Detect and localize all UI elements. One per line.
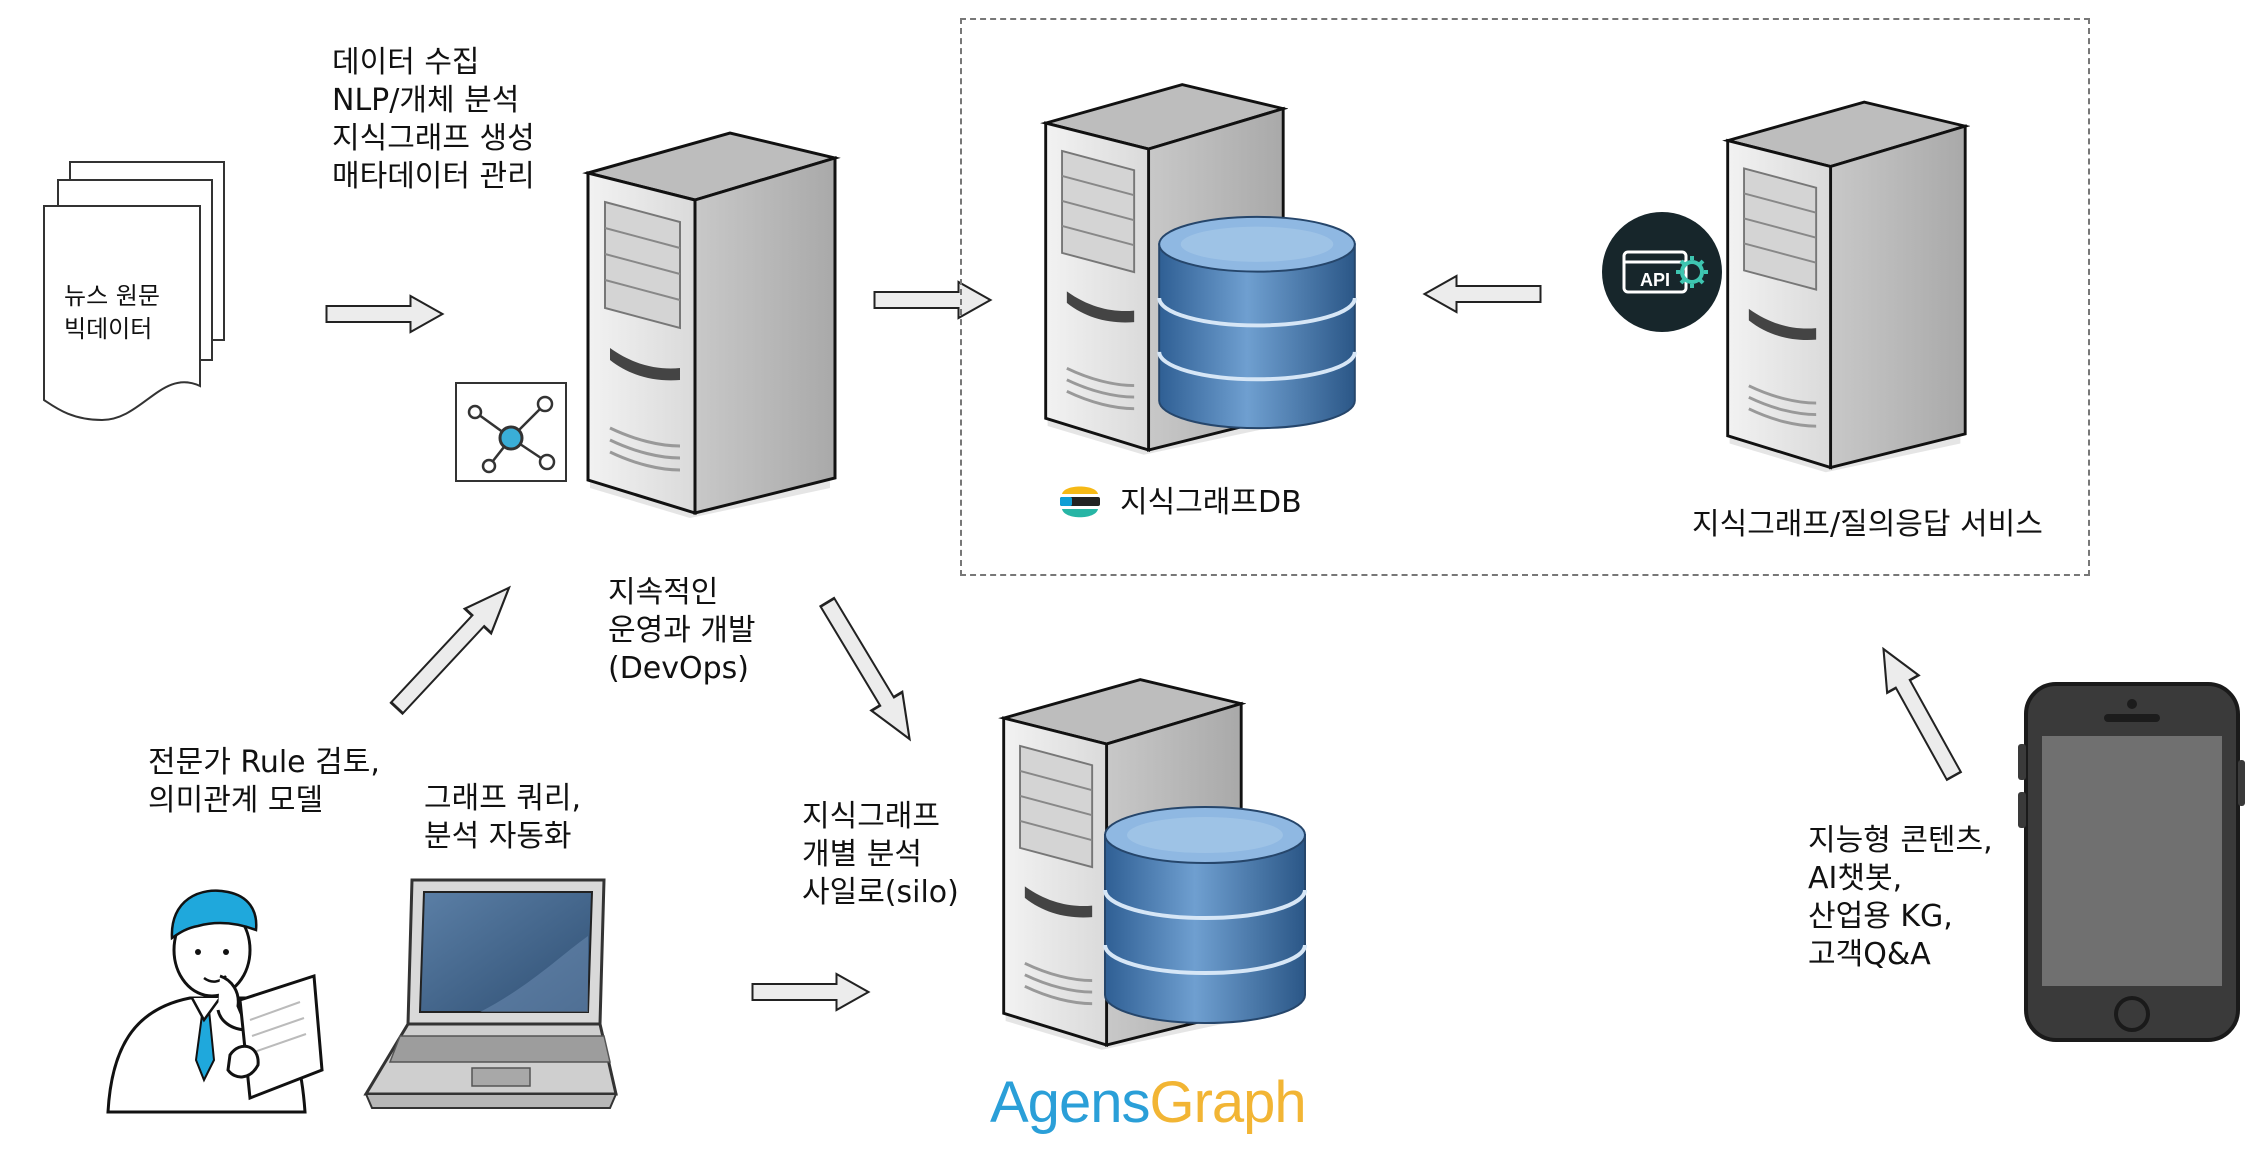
agensgraph-logo: AgensGraph <box>990 1070 1307 1135</box>
elastic-logo-icon <box>1060 486 1100 518</box>
network-graph-icon <box>455 382 567 482</box>
news-doc-label: 뉴스 원문 빅데이터 <box>64 282 160 343</box>
api-gear-icon: API <box>1602 212 1722 332</box>
laptop-icon <box>363 878 618 1109</box>
expert-review-label: 전문가 Rule 검토, 의미관계 모델 <box>148 745 380 818</box>
graph-query-label: 그래프 쿼리, 분석 자동화 <box>424 781 582 854</box>
devops-label: 지속적인 운영과 개발 (DevOps) <box>608 575 756 686</box>
person-reading-icon <box>106 889 324 1114</box>
applications-label: 지능형 콘텐츠, AI챗봇, 산업용 KG, 고객Q&A <box>1808 823 1993 972</box>
arrow-phone-to-qa <box>1866 639 1971 786</box>
service-boundary-box <box>960 18 2090 576</box>
arrow-api-to-kgdb <box>1423 274 1542 314</box>
arrow-laptop-to-silo <box>751 972 870 1012</box>
qa-service-label: 지식그래프/질의응답 서비스 <box>1692 507 2043 542</box>
document-stack-icon <box>43 161 225 422</box>
silo-label: 지식그래프 개별 분석 사일로(silo) <box>802 799 959 910</box>
svg-text:API: API <box>1640 270 1670 290</box>
smartphone-icon <box>2018 682 2245 1042</box>
arrow-expert-to-server <box>382 574 524 722</box>
arrow-server-to-silo <box>810 591 927 750</box>
processing-server <box>586 131 837 518</box>
pipeline-steps-label: 데이터 수집 NLP/개체 분석 지식그래프 생성 매타데이터 관리 <box>332 45 535 194</box>
qa-service-server <box>1726 100 1967 474</box>
kg-db-label: 지식그래프DB <box>1120 485 1302 520</box>
kg-database-cylinder <box>1157 214 1357 431</box>
silo-database-cylinder <box>1103 805 1307 1025</box>
arrow-doc-to-server <box>325 294 444 334</box>
